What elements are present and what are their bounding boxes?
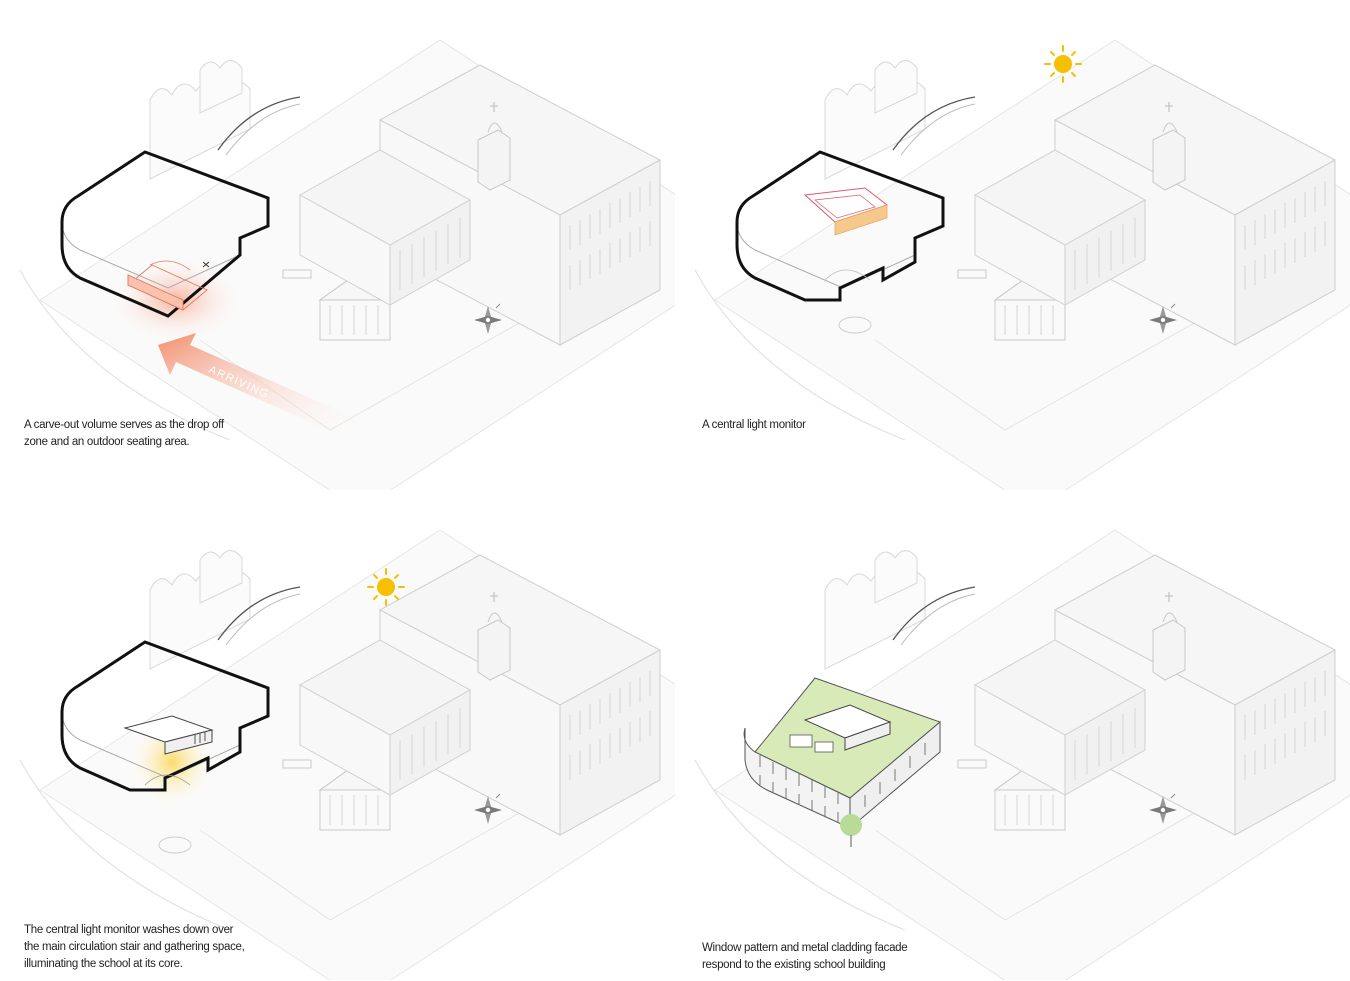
panel-facade: Window pattern and metal cladding facade… [675,490,1350,980]
arriving-arrow [158,333,360,438]
panel-carve-out: ARRIVING A carve-out volume serves as th… [0,0,675,490]
panel-light-wash: The central light monitor washes down ov… [0,490,675,980]
tree-icon [840,814,862,847]
sun-icon [1044,45,1082,83]
facade-diagram [694,529,1350,980]
caption-facade: Window pattern and metal cladding facade… [702,942,908,971]
caption-carve-out: A carve-out volume serves as the drop of… [24,419,224,448]
sun-icon [367,568,405,606]
caption-light-monitor: A central light monitor [702,419,806,431]
caption-light-wash: The central light monitor washes down ov… [24,924,245,970]
carve-out-diagram: ARRIVING [19,39,675,490]
panel-light-monitor: A central light monitor [675,0,1350,490]
light-wash-diagram [19,529,675,980]
light-monitor-diagram [694,39,1350,490]
